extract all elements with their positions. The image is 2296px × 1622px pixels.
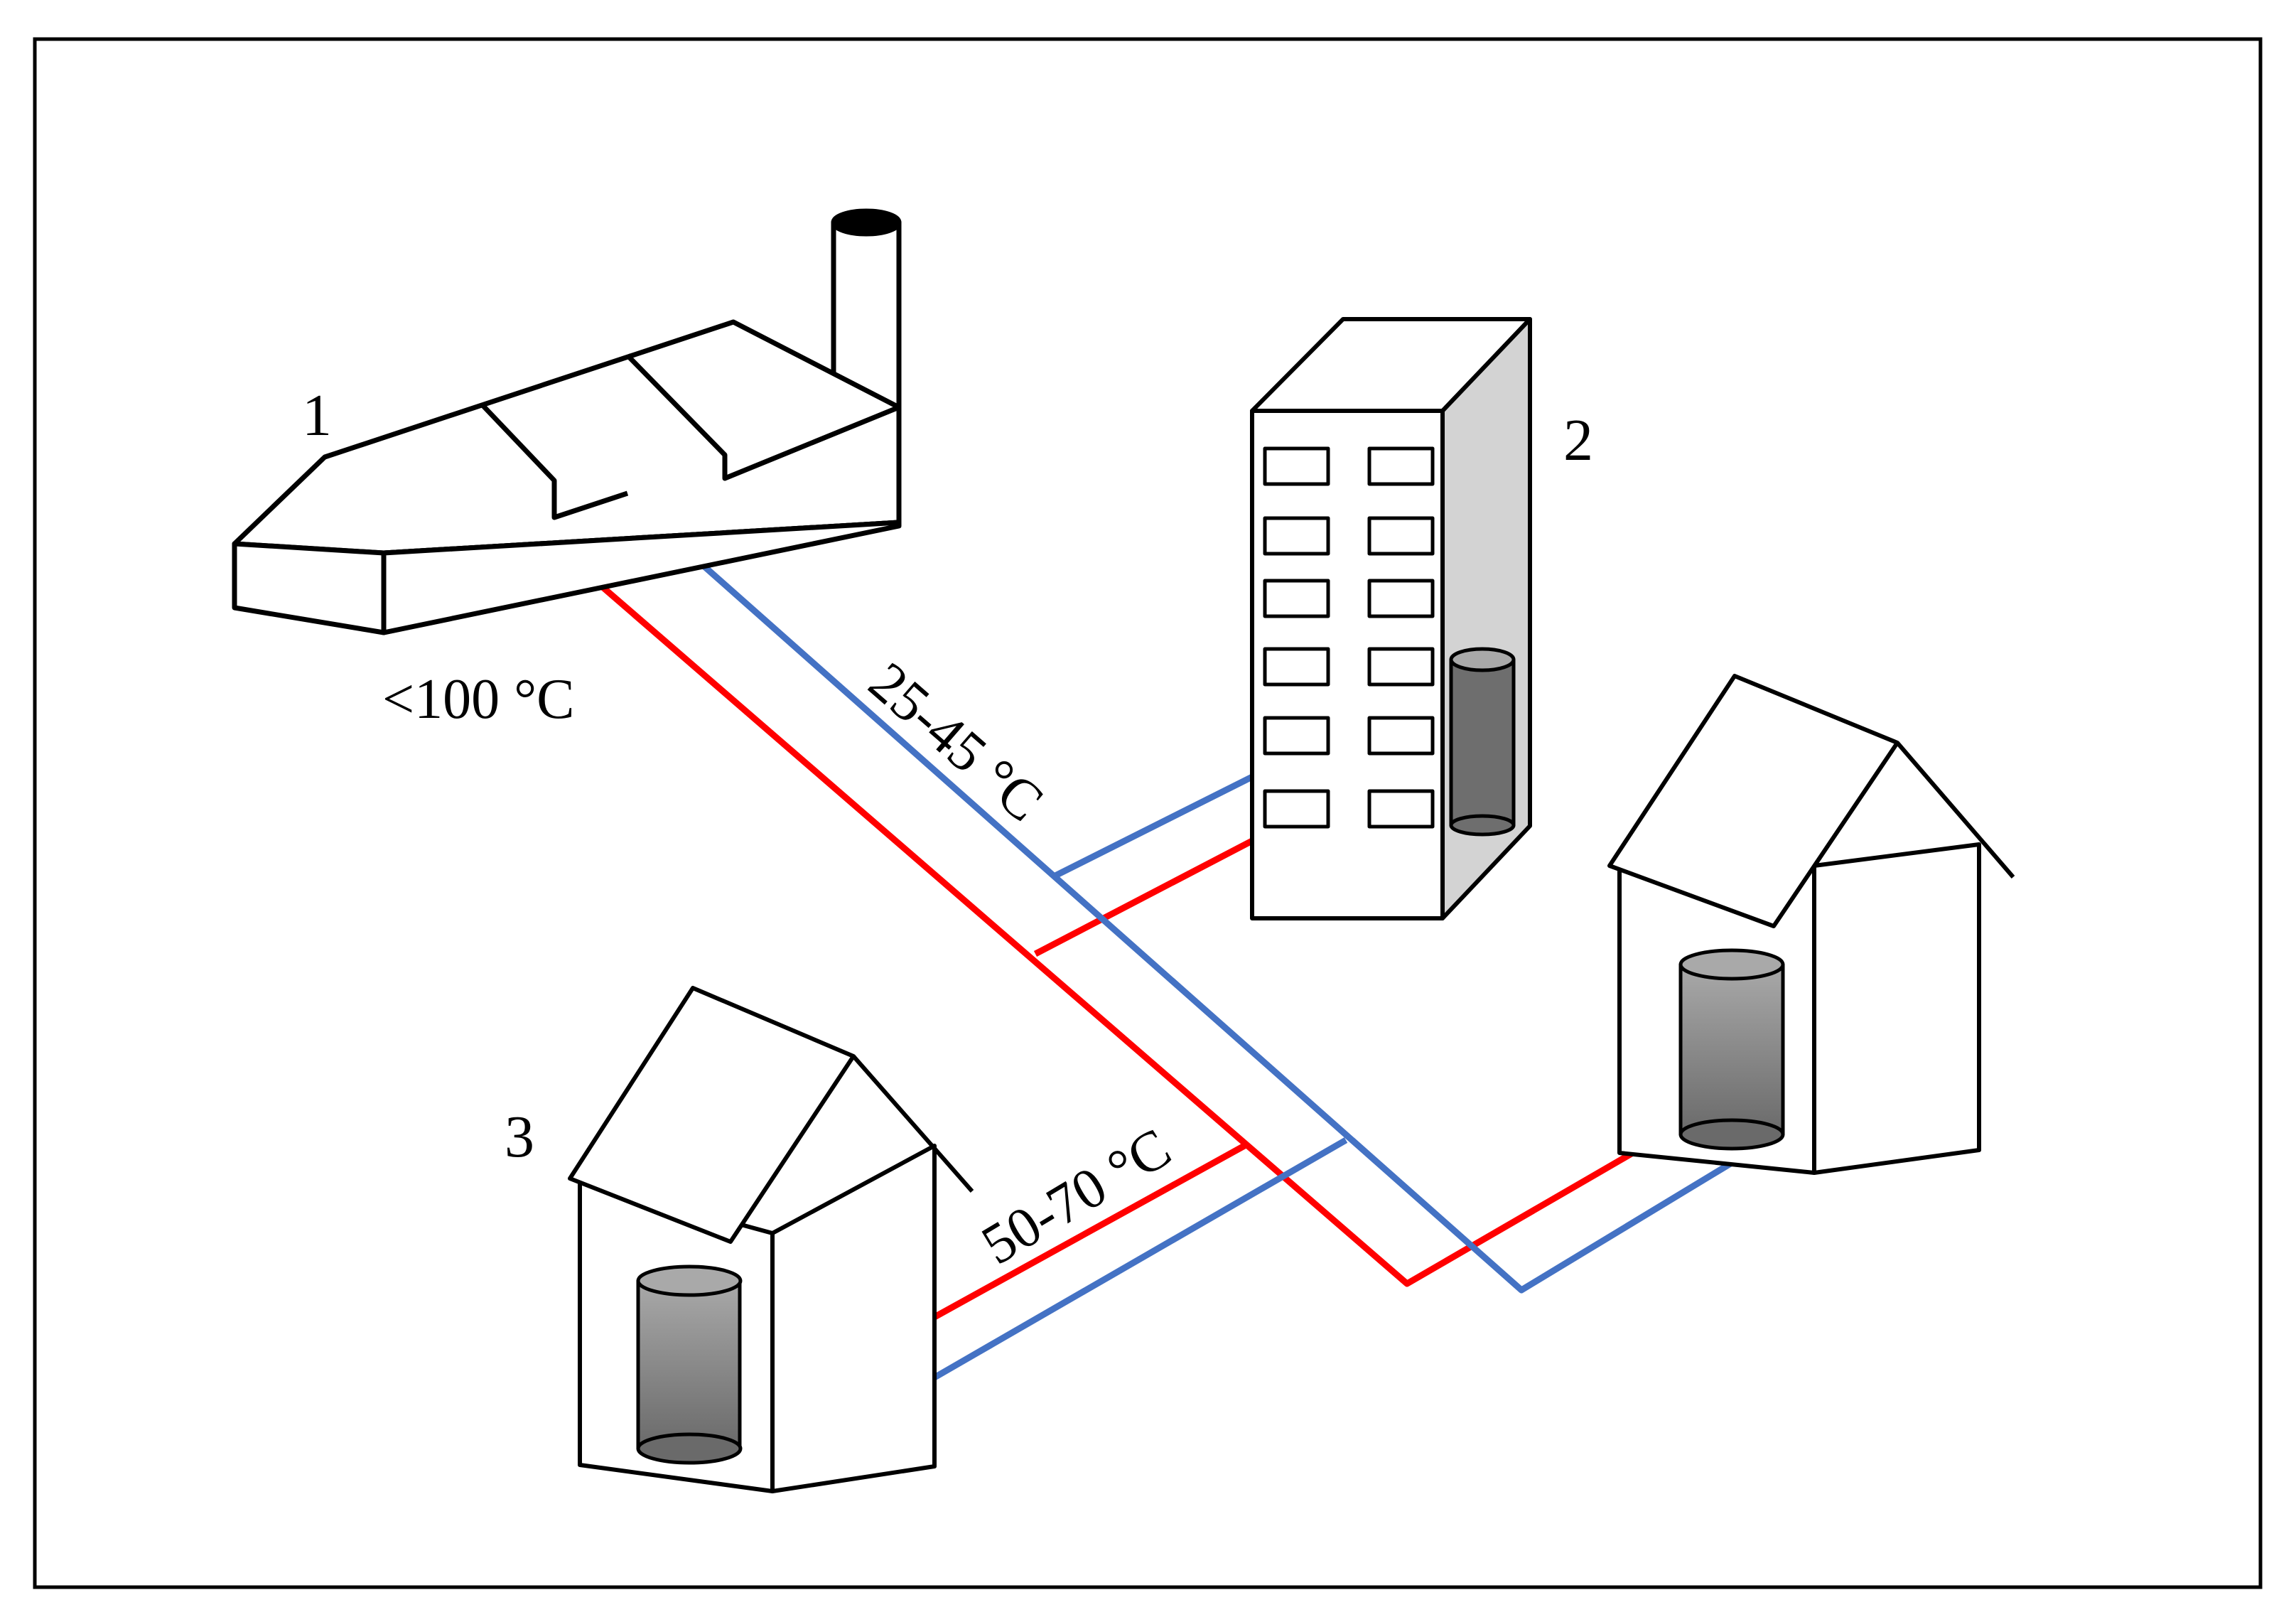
window bbox=[1263, 579, 1330, 618]
house-right-side bbox=[1812, 842, 1981, 1175]
window bbox=[1367, 446, 1435, 486]
window bbox=[1263, 516, 1330, 556]
supply-pipe-network bbox=[600, 584, 1634, 1320]
apartment-windows bbox=[1263, 446, 1435, 829]
return-branch-house-3 bbox=[932, 1137, 1348, 1380]
source-temperature-label: <100 °C bbox=[382, 668, 574, 731]
window bbox=[1367, 647, 1435, 687]
house-3 bbox=[568, 986, 974, 1493]
window bbox=[1263, 647, 1330, 687]
diagram-frame bbox=[33, 37, 2263, 1589]
supply-branch-apartment bbox=[1033, 838, 1254, 957]
window bbox=[1367, 516, 1435, 556]
return-pipe-network bbox=[701, 563, 1734, 1380]
factory-number-label: 1 bbox=[302, 382, 332, 449]
house-3-side bbox=[770, 1144, 937, 1493]
supply-main-line bbox=[600, 584, 1634, 1287]
window bbox=[1367, 716, 1435, 756]
apartment-building bbox=[1250, 317, 1532, 920]
house-3-number-label: 3 bbox=[505, 1104, 534, 1170]
house-right-storage-tank bbox=[1678, 948, 1785, 1151]
window bbox=[1367, 789, 1435, 829]
supply-branch-house-3 bbox=[932, 1142, 1248, 1320]
return-main-line bbox=[701, 563, 1734, 1294]
apartment-number-label: 2 bbox=[1563, 407, 1593, 473]
window bbox=[1263, 716, 1330, 756]
return-branch-apartment bbox=[1052, 773, 1254, 880]
factory-roof bbox=[232, 319, 902, 556]
house-right bbox=[1607, 674, 2015, 1175]
apartment-storage-tank bbox=[1449, 647, 1516, 837]
factory-building bbox=[232, 208, 902, 635]
window bbox=[1263, 446, 1330, 486]
window bbox=[1263, 789, 1330, 829]
apartment-temperature-label: 25-45 °C bbox=[857, 650, 1055, 834]
window bbox=[1367, 579, 1435, 618]
house-3-storage-tank bbox=[636, 1264, 743, 1465]
factory-front bbox=[232, 541, 387, 635]
chimney-top bbox=[831, 208, 902, 237]
